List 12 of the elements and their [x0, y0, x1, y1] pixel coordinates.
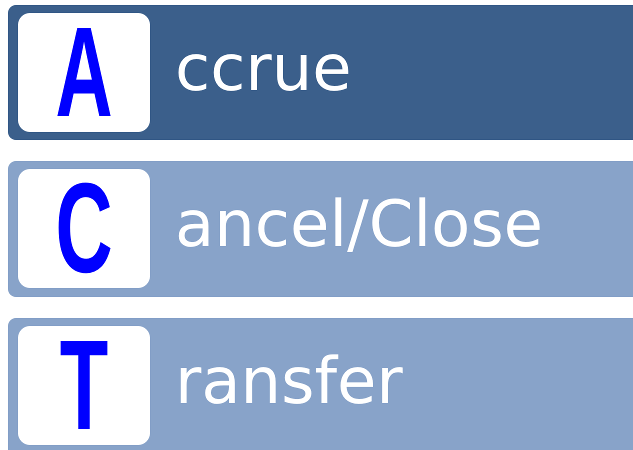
letter-tile	[18, 13, 150, 132]
letter-tile	[18, 169, 150, 288]
initial-letter: T	[58, 326, 110, 445]
letter-tile	[18, 326, 150, 445]
banner-text: ancel/Close	[175, 193, 544, 257]
banner-bar	[8, 161, 633, 297]
banner-bar	[8, 318, 633, 450]
initial-letter: C	[54, 169, 114, 288]
banner-bar	[8, 5, 633, 140]
banner-text: ccrue	[175, 37, 352, 101]
banner-text: ransfer	[175, 350, 403, 414]
initial-letter: A	[54, 13, 114, 132]
